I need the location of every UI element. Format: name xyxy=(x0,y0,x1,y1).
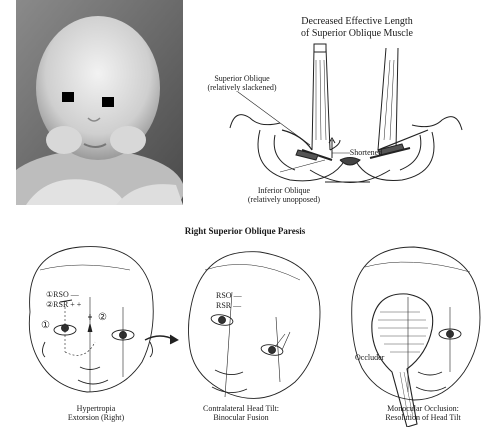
face1-rso-label: ①RSO — xyxy=(46,290,79,299)
anatomy-title-line1: Decreased Effective Length xyxy=(262,16,452,27)
caption-occlusion-line1: Monocular Occlusion: xyxy=(368,404,478,413)
face1-circle-1: ① xyxy=(41,321,50,330)
paresis-title: Right Superior Oblique Paresis xyxy=(170,226,320,237)
infant-photo-drawing xyxy=(16,0,183,205)
shortened-label: Shortened xyxy=(346,148,386,157)
infant-photo xyxy=(16,0,183,205)
inferior-oblique-label-line1: Inferior Oblique xyxy=(244,186,324,195)
face1-circle-2: ② xyxy=(98,313,107,322)
face1-rsr-label: ②RSR + + xyxy=(46,300,81,309)
caption-hypertropia-line2: Extorsion (Right) xyxy=(56,413,136,422)
caption-hypertropia-line1: Hypertropia xyxy=(56,404,136,413)
caption-head-tilt-line2: Binocular Fusion xyxy=(186,413,296,422)
eye-bar-left xyxy=(62,92,74,102)
face-occlusion xyxy=(352,247,480,427)
occluder-label: Occluder xyxy=(355,353,384,362)
superior-oblique-label-line1: Superior Oblique xyxy=(202,74,282,83)
superior-oblique-label-line2: (relatively slackened) xyxy=(202,83,282,92)
face2-rso-label: RSO — xyxy=(216,291,242,300)
eye-bar-right xyxy=(102,97,114,107)
paresis-illustration: Right Superior Oblique Paresis ①RSO — ②R… xyxy=(0,222,486,427)
anatomy-title-line2: of Superior Oblique Muscle xyxy=(262,28,452,39)
paresis-faces-drawing xyxy=(0,222,486,427)
anatomy-diagram: Decreased Effective Length of Superior O… xyxy=(200,0,486,205)
caption-head-tilt-line1: Contralateral Head Tilt: xyxy=(186,404,296,413)
face-head-tilt xyxy=(189,252,321,399)
face2-rsr-label: RSR — xyxy=(216,301,241,310)
inferior-oblique-label-line2: (relatively unopposed) xyxy=(244,195,324,204)
caption-occlusion-line2: Resolution of Head Tilt xyxy=(368,413,478,422)
